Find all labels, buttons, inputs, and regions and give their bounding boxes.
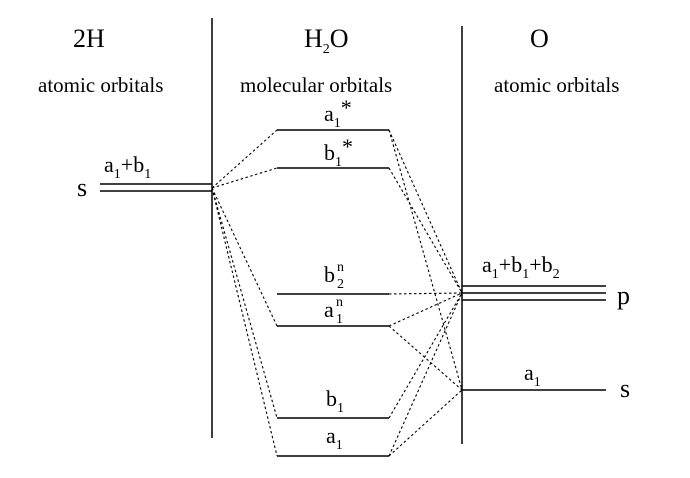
- corr-h-to-a1-n: [211, 187, 278, 327]
- mo-label-a1: a1: [326, 423, 343, 453]
- corr-a1-star-to-o-p: [388, 129, 463, 294]
- left-subtitle: atomic orbitals: [38, 73, 163, 97]
- center-title: H2O: [304, 24, 349, 57]
- corr-a1-n-to-o-p: [388, 292, 463, 327]
- corr-h-to-a1-star: [211, 129, 278, 189]
- corr-a1-to-o-s: [388, 389, 463, 457]
- corr-a1-to-o-p: [388, 292, 463, 457]
- mo-label-a1-star: a1*: [324, 95, 352, 131]
- mo-label-b1-star: b1*: [324, 134, 353, 170]
- corr-a1-star-to-o-s: [388, 129, 463, 391]
- o-s-label: a1: [524, 360, 541, 390]
- corr-b1-to-o-p: [388, 292, 463, 419]
- center-title-end: O: [330, 24, 349, 53]
- corr-h-to-b1: [211, 187, 278, 419]
- corr-a1-n-to-o-s: [388, 325, 463, 391]
- left-title: 2H: [73, 24, 105, 53]
- o-p-symbol: p: [617, 281, 630, 310]
- center-subtitle: molecular orbitals: [240, 73, 392, 97]
- h-s-symbol: s: [77, 173, 87, 202]
- center-title-main: H: [304, 24, 323, 53]
- corr-h-to-a1: [211, 187, 278, 457]
- corr-b1-star-to-o-p: [388, 167, 463, 294]
- center-title-subscript: 2: [323, 42, 330, 57]
- corr-b2-n-to-o-p: [388, 292, 463, 295]
- corr-h-to-b1-star: [211, 167, 278, 189]
- mo-label-b1: b1: [326, 386, 344, 416]
- o-s-symbol: s: [620, 374, 630, 403]
- h-s-label: a1+b1: [104, 152, 151, 182]
- o-p-label: a1+b1+b2: [482, 252, 560, 282]
- right-title: O: [530, 24, 549, 53]
- right-subtitle: atomic orbitals: [494, 73, 619, 97]
